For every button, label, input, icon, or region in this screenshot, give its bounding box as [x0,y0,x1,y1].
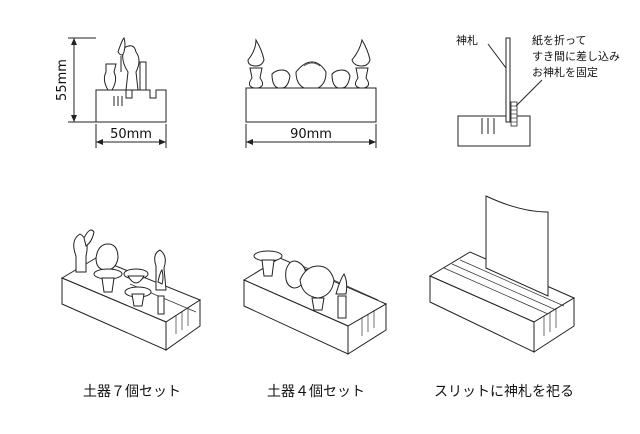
ofuda-board [505,37,511,123]
width-small-label: 50mm [110,127,152,142]
height-label: 55mm [55,59,70,101]
caption-slit: スリットに神札を祀る [434,384,574,400]
caption-set7: 土器７個セット [83,384,181,400]
leader-line-note [515,79,543,107]
jar-center [295,61,327,89]
candle-stand [157,295,165,315]
note-line-1: 紙を折って [532,33,586,47]
width-large-label: 90mm [290,127,332,142]
ofuda-side-view: 神札 紙を折って すき間に差し込み お神札を固定 [456,33,620,147]
vase-right [154,249,167,291]
set7-isometric: 土器７個セット [60,229,202,400]
ofuda-label: 神札 [456,33,478,47]
jar-left [95,243,119,271]
side-view-small: 55mm 50mm [55,37,167,148]
arrow-right-icon [369,139,376,145]
candle-stand [139,61,147,91]
arrow-left-icon [246,139,253,145]
arrow-up-icon [71,38,77,45]
front-view-large: 90mm [245,38,377,148]
ofuda-board [485,195,549,297]
caption-set4: 土器４個セット [267,384,365,400]
note-line-3: お神札を固定 [532,65,598,79]
set4-isometric: 土器４個セット [242,250,388,400]
jar-large [299,265,335,299]
flame-icon [117,37,126,56]
slit-ofuda-isometric: スリットに神札を祀る [428,195,576,400]
vase-right [351,38,371,67]
arrow-down-icon [71,115,77,122]
vase-left [247,38,265,67]
arrow-left-icon [96,139,103,145]
flame-icon [335,273,348,295]
base-side [347,303,387,355]
leader-line-ofuda [487,43,507,69]
vessel-left [103,63,117,91]
note-line-2: すき間に差し込み [532,49,620,63]
vase-left [73,233,88,273]
candle-stand [337,295,347,319]
base-block-front [245,87,377,123]
base-side [533,297,575,353]
vase-center [122,45,140,91]
flame-icon [157,269,164,285]
base-side [165,299,201,351]
base-block [95,89,167,123]
leaf-icon [83,229,95,247]
arrow-right-icon [159,139,166,145]
